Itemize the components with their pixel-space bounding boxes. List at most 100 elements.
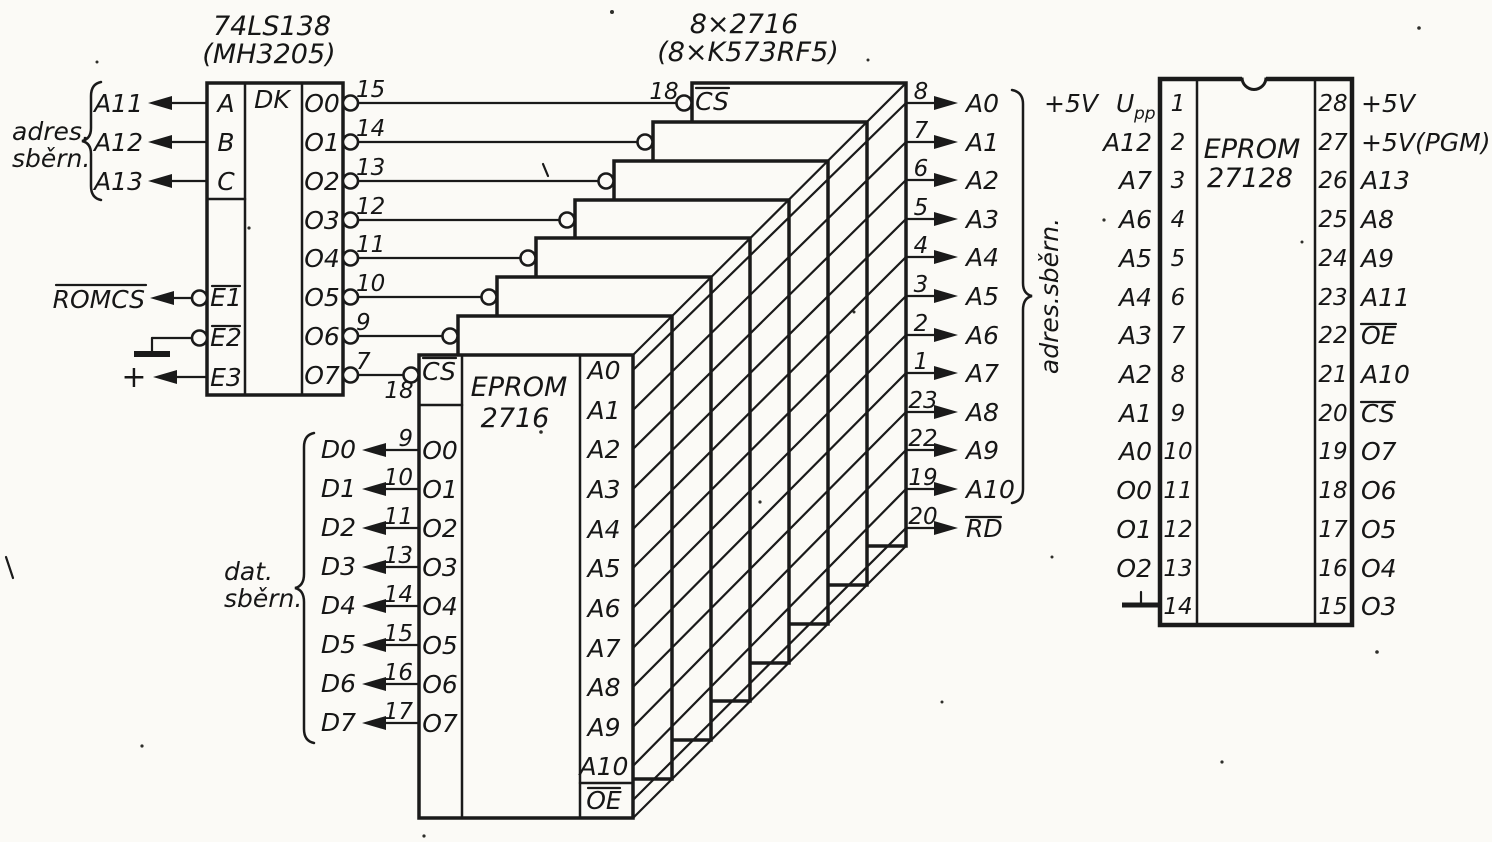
front-cs-pin: 18 — [384, 378, 413, 404]
pin-d1: 10 — [384, 465, 413, 491]
e27128-supply-label: +5V — [1044, 89, 1100, 118]
arrow-left-d0 — [362, 443, 386, 457]
e27128-r-a10: A10 — [1359, 360, 1410, 389]
arrow-left-a11 — [148, 96, 172, 110]
e27128-pin18: 18 — [1318, 478, 1347, 504]
e27128-pin20: 20 — [1318, 401, 1347, 427]
stub-label-a1: A1 — [964, 128, 999, 157]
plus-supply-label: + — [121, 360, 146, 395]
arrow-right-a1 — [934, 135, 958, 149]
arrow-right-a10 — [934, 482, 958, 496]
e27128-pin13: 13 — [1163, 556, 1192, 582]
bus-label-a13: A13 — [92, 167, 143, 196]
arrow-right-a8 — [934, 405, 958, 419]
e27128-name-line1: EPROM — [1204, 134, 1301, 165]
e27128-l-a7: A7 — [1117, 166, 1152, 195]
e27128-body — [1157, 76, 1355, 628]
arrow-left-a12 — [148, 135, 172, 149]
e27128-l-a0: A0 — [1117, 437, 1152, 466]
bus-label-d1: D1 — [321, 474, 356, 503]
arrow-left-d6 — [362, 677, 386, 691]
e27128-r-a9: A9 — [1359, 244, 1394, 273]
arrow-left-e3 — [153, 370, 177, 384]
stub-pin-5: 5 — [914, 195, 929, 221]
arrow-left-romcs — [150, 291, 174, 305]
e27128-pin2: 2 — [1171, 130, 1186, 156]
diag-a8 — [631, 410, 908, 689]
e27128-pin8: 8 — [1171, 362, 1186, 388]
stub-label-a6: A6 — [964, 321, 999, 350]
e27128-pin6: 6 — [1171, 285, 1186, 311]
front-a3: A3 — [585, 475, 620, 504]
front-cs-label: CS — [422, 357, 456, 386]
front-a9: A9 — [585, 713, 620, 742]
back-cs-pin: 18 — [649, 79, 678, 105]
front-o2: O2 — [422, 514, 458, 543]
arrow-right-a6 — [934, 328, 958, 342]
arrow-right-a4 — [934, 250, 958, 264]
diag-a4 — [631, 255, 908, 531]
e27128-pin5: 5 — [1171, 246, 1186, 272]
decoder-function-label: DK — [254, 85, 292, 114]
e27128-pin12: 12 — [1163, 517, 1192, 543]
decoder-o7: O7 — [304, 361, 340, 390]
decoder-o1: O1 — [304, 128, 340, 157]
diag-oe — [631, 526, 908, 802]
e27128-upp-subscript: pp — [1133, 104, 1156, 124]
e27128-pin24: 24 — [1318, 246, 1347, 272]
front-o6: O6 — [422, 670, 458, 699]
pin-d3: 13 — [384, 543, 413, 569]
arrow-right-a2 — [934, 173, 958, 187]
pin-12: 12 — [356, 194, 385, 220]
pin-d5: 15 — [384, 621, 413, 647]
decoder-o0: O0 — [304, 89, 340, 118]
e27128-pin26: 26 — [1318, 168, 1347, 194]
address-bus-brace — [81, 80, 103, 202]
stack-address-caption: adres.sběrn. — [1035, 218, 1064, 374]
diag-a9 — [631, 448, 908, 729]
arrow-left-d3 — [362, 560, 386, 574]
bus-label-a11: A11 — [92, 89, 143, 118]
decoder-enable-e1: E1 — [210, 283, 242, 312]
stub-label-a10: A10 — [964, 475, 1015, 504]
cs-bubble-chip7 — [636, 133, 654, 151]
decoder-input-a: A — [215, 89, 234, 118]
e27128-pin23: 23 — [1318, 285, 1347, 311]
cs-bubble-chip2 — [441, 327, 459, 345]
decoder-body — [205, 81, 345, 397]
e27128-l-a4: A4 — [1117, 283, 1152, 312]
front-a0: A0 — [585, 356, 620, 385]
front-o1: O1 — [422, 475, 458, 504]
arrow-right-a5 — [934, 289, 958, 303]
stray-mark — [541, 162, 550, 178]
scan-noise — [4, 10, 1421, 838]
decoder-enable-e3: E3 — [210, 363, 242, 392]
e27128-r-o6: O6 — [1361, 476, 1397, 505]
bus-label-d7: D7 — [321, 708, 356, 737]
stub-pin-3: 3 — [914, 272, 929, 298]
e27128-l-a6: A6 — [1117, 205, 1152, 234]
bus-label-d2: D2 — [321, 513, 356, 542]
e27128-pin4: 4 — [1171, 207, 1186, 233]
dip-notch-icon — [1240, 77, 1268, 91]
diag-a2 — [631, 178, 908, 451]
diag-a1 — [631, 140, 908, 412]
front-o3: O3 — [422, 553, 458, 582]
stub-pin-23: 23 — [908, 388, 937, 414]
decoder-o6: O6 — [304, 322, 340, 351]
stub-pin-8: 8 — [914, 79, 929, 105]
e27128-name-line2: 27128 — [1207, 163, 1293, 194]
stub-pin-7: 7 — [914, 118, 929, 144]
decoder-input-c: C — [217, 167, 235, 196]
address-bus-caption-line1: adres. — [12, 117, 90, 146]
speckle — [1220, 760, 1224, 764]
address-stubs: 8 A0 7 A1 6 A2 5 A3 4 A4 3 A5 2 A6 1 A7 … — [905, 79, 1064, 543]
stub-label-a2: A2 — [964, 166, 999, 195]
data-bus-brace — [294, 431, 316, 745]
speckle — [1102, 218, 1106, 222]
stub-pin-4: 4 — [914, 233, 929, 259]
speckle — [610, 10, 614, 14]
speckle — [758, 500, 762, 504]
address-bus-caption-line2: sběrn. — [12, 144, 90, 173]
